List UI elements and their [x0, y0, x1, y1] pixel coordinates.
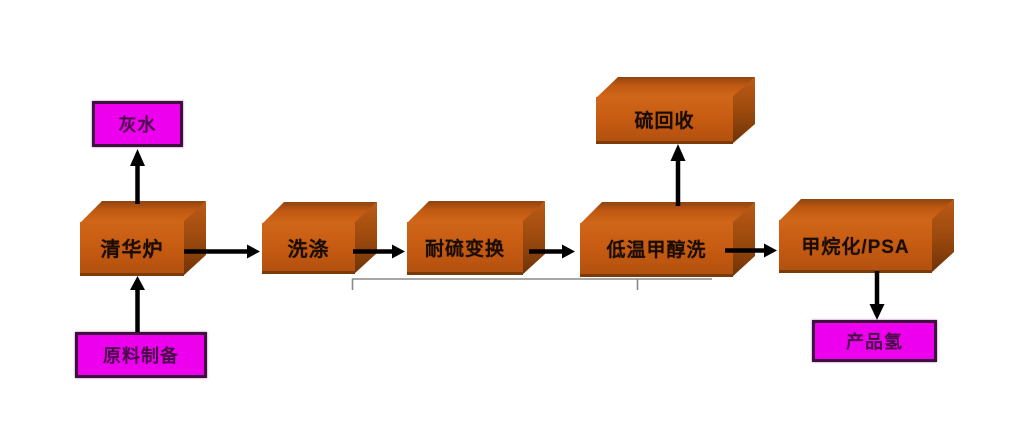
box-front-face: 清华炉: [80, 222, 184, 276]
node-methanol-wash: 低温甲醇洗: [580, 202, 755, 277]
node-feed-prep-label: 原料制备: [103, 346, 179, 366]
arrow-methanation-psa-to-product-hydrogen: [869, 271, 885, 320]
box-top-face: [580, 202, 755, 224]
box-front-face: 洗涤: [262, 223, 355, 274]
node-washing: 洗涤: [262, 202, 377, 274]
box-top-face: [80, 201, 206, 223]
node-gray-water-label: 灰水: [118, 115, 157, 135]
node-sulfur-recovery: 硫回收: [596, 77, 755, 144]
box-front-face: 甲烷化/PSA: [779, 220, 932, 273]
node-gasifier-label: 清华炉: [100, 239, 164, 261]
box-front-face: 低温甲醇洗: [580, 223, 733, 277]
node-product-hydrogen-label: 产品氢: [846, 332, 903, 352]
box-top-face: [407, 201, 545, 223]
node-washing-label: 洗涤: [287, 238, 330, 261]
box-front-face: 耐硫变换: [407, 222, 523, 275]
node-methanol-wash-label: 低温甲醇洗: [606, 240, 707, 261]
artifact-line: [351, 278, 712, 290]
box-side-face: [931, 199, 954, 273]
node-methanation-psa-label: 甲烷化/PSA: [801, 236, 910, 258]
box-side-face: [354, 202, 377, 274]
node-product-hydrogen: 产品氢: [812, 320, 937, 362]
box-side-face: [732, 202, 755, 277]
box-side-face: [183, 201, 206, 276]
node-feed-prep: 原料制备: [75, 332, 207, 378]
arrow-gasifier-to-gray-water: [130, 149, 145, 204]
box-top-face: [779, 199, 954, 221]
box-top-face: [262, 202, 377, 224]
node-sulfur-recovery-label: 硫回收: [634, 110, 695, 132]
arrow-feed-prep-to-gasifier: [130, 276, 145, 332]
box-front-face: 硫回收: [596, 97, 733, 144]
node-gasifier: 清华炉: [80, 201, 206, 276]
arrow-methanol-wash-to-sulfur-recovery: [670, 144, 686, 206]
node-sour-shift: 耐硫变换: [407, 201, 545, 275]
node-methanation-psa: 甲烷化/PSA: [779, 199, 954, 273]
node-gray-water: 灰水: [92, 101, 183, 147]
node-sour-shift-label: 耐硫变换: [424, 238, 505, 260]
box-top-face: [596, 77, 755, 98]
box-side-face: [522, 201, 545, 275]
box-side-face: [732, 77, 755, 144]
